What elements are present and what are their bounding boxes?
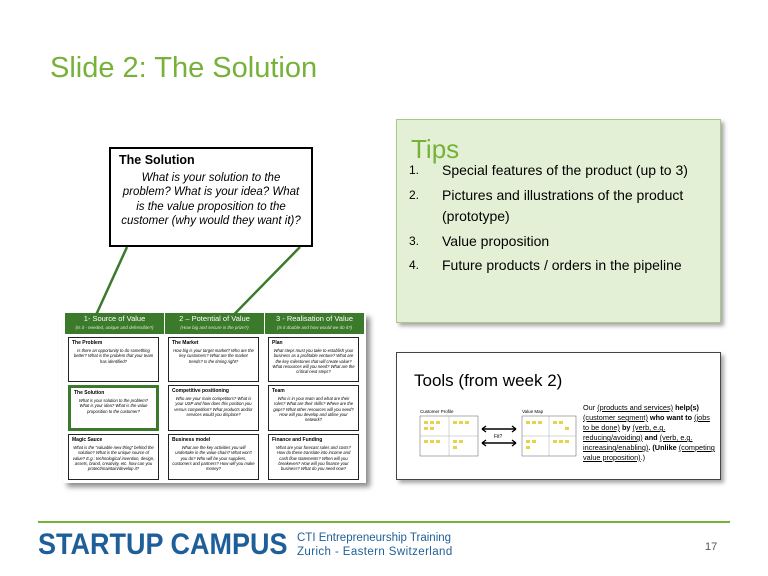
list-item: 4. Future products / orders in the pipeli… (409, 255, 714, 277)
cell-text: How big is your target market? Who are t… (173, 348, 254, 364)
cell-text: Is there an opportunity to do something … (73, 348, 154, 364)
cell-magic-sauce: Magic Sauce What is the "valuable new th… (68, 434, 159, 480)
cell-title: Magic Sauce (72, 437, 103, 443)
statement-text: help(s) (673, 403, 699, 412)
tools-title: Tools (from week 2) (414, 371, 563, 390)
cell-text: What is your solution to the problem? Wh… (78, 398, 149, 414)
cell-text: What is the "valuable new thing" behind … (72, 445, 155, 471)
list-item: 2. Pictures and illustrations of the prod… (409, 185, 714, 228)
cell-text: What steps must you take to establish yo… (272, 348, 355, 374)
cell-plan: Plan What steps must you take to establi… (268, 337, 359, 382)
solution-callout: The Solution What is your solution to th… (109, 147, 313, 247)
tips-list: 1. Special features of the product (up to… (409, 160, 714, 280)
cell-title: Team (272, 388, 285, 394)
item-text: Value proposition (442, 232, 550, 249)
column-header: 3 - Realisation of Value (Is it doable a… (265, 313, 364, 334)
cell-text: What are your forecast sales and costs? … (276, 445, 351, 471)
statement-placeholder: (jobs to be done) (583, 413, 710, 432)
startup-campus-logo: STARTUP CAMPUS (38, 528, 288, 561)
statement-placeholder: (competing value proposition) (583, 443, 715, 462)
cell-business-model: Business model What are the key activiti… (168, 434, 259, 480)
statement-text: and (642, 433, 660, 442)
statement-text: .) (640, 453, 646, 462)
statement-text: . (Unlike (648, 443, 679, 452)
statement-placeholder: (verb, e.g. reducing/avoiding) (583, 423, 666, 442)
item-number: 3. (409, 233, 420, 248)
item-text: Future products / orders in the pipeline (442, 257, 682, 273)
cell-team: Team Who is in your team and what are th… (268, 385, 359, 431)
column-title: 2 – Potential of Value (179, 314, 250, 323)
cell-solution: The Solution What is your solution to th… (68, 385, 159, 431)
item-number: 4. (409, 258, 420, 272)
cell-text: Who are your main competitors? What is y… (174, 396, 253, 417)
statement-placeholder: (products and services) (597, 403, 674, 412)
footer-divider (38, 521, 730, 523)
cell-title: The Market (172, 340, 199, 346)
column-title: 3 - Realisation of Value (276, 314, 353, 323)
statement-placeholder: (customer segment) (583, 413, 648, 422)
column-header: 1- Source of Value (Is it - needed, uniq… (65, 313, 164, 334)
tips-box: Tips 1. Special features of the product (… (396, 119, 721, 323)
cell-title: Plan (272, 340, 283, 346)
callout-heading: The Solution (119, 153, 195, 167)
cell-title: The Problem (72, 340, 103, 346)
cell-text: What are the key activities you will und… (172, 445, 255, 471)
cell-title: Finance and Funding (272, 437, 323, 443)
cell-title: Business model (172, 437, 211, 443)
value-map-label: Value Map (522, 409, 544, 414)
cell-problem: The Problem Is there an opportunity to d… (68, 337, 159, 382)
logo-tagline-2: Zurich - Eastern Switzerland (297, 546, 453, 558)
cell-title: Competitive positioning (172, 388, 229, 394)
cell-market: The Market How big is your target market… (168, 337, 259, 382)
item-text: Pictures and illustrations of the produc… (442, 186, 684, 225)
fit-label: Fit? (494, 434, 503, 440)
slide-title: Slide 2: The Solution (50, 52, 318, 84)
value-proposition-statement: Our (products and services) help(s) (cus… (583, 403, 717, 463)
canvas-column-potential: 2 – Potential of Value (How big and secu… (165, 313, 264, 483)
column-header: 2 – Potential of Value (How big and secu… (165, 313, 264, 334)
list-item: 3. Value proposition (409, 231, 714, 253)
item-number: 1. (409, 163, 420, 177)
column-subtitle: (Is it doable and how would we do it?) (276, 325, 353, 330)
column-subtitle: (Is it - needed, unique and defensible?) (75, 325, 154, 330)
business-canvas: 1- Source of Value (Is it - needed, uniq… (63, 313, 366, 483)
list-item: 1. Special features of the product (up to… (409, 160, 714, 182)
tools-box: Tools (from week 2) Customer Profile Val… (396, 352, 721, 480)
logo-tagline-1: CTI Entrepreneurship Training (297, 532, 452, 544)
cell-finance: Finance and Funding What are your foreca… (268, 434, 359, 480)
statement-text: by (619, 423, 633, 432)
column-title: 1- Source of Value (83, 314, 146, 323)
canvas-column-realisation: 3 - Realisation of Value (Is it doable a… (265, 313, 364, 483)
callout-body: What is your solution to the problem? Wh… (121, 172, 301, 228)
value-proposition-canvas-diagram: Customer Profile Value Map Fit? (419, 409, 577, 457)
cell-title: The Solution (74, 390, 105, 396)
item-text: Special features of the product (up to 3… (442, 162, 688, 178)
cell-competitive: Competitive positioning Who are your mai… (168, 385, 259, 431)
statement-text: who want to (647, 413, 695, 422)
customer-profile-label: Customer Profile (420, 409, 454, 414)
page-number: 17 (705, 541, 718, 553)
canvas-column-source: 1- Source of Value (Is it - needed, uniq… (65, 313, 164, 483)
cell-text: Who is in your team and what are their r… (273, 396, 354, 422)
statement-placeholder: (verb, e.g. increasing/enabling) (583, 433, 693, 452)
tips-title: Tips (411, 134, 460, 164)
statement-text: Our (583, 403, 598, 412)
column-subtitle: (How big and secure is the prize?) (180, 325, 249, 330)
item-number: 2. (409, 187, 420, 202)
